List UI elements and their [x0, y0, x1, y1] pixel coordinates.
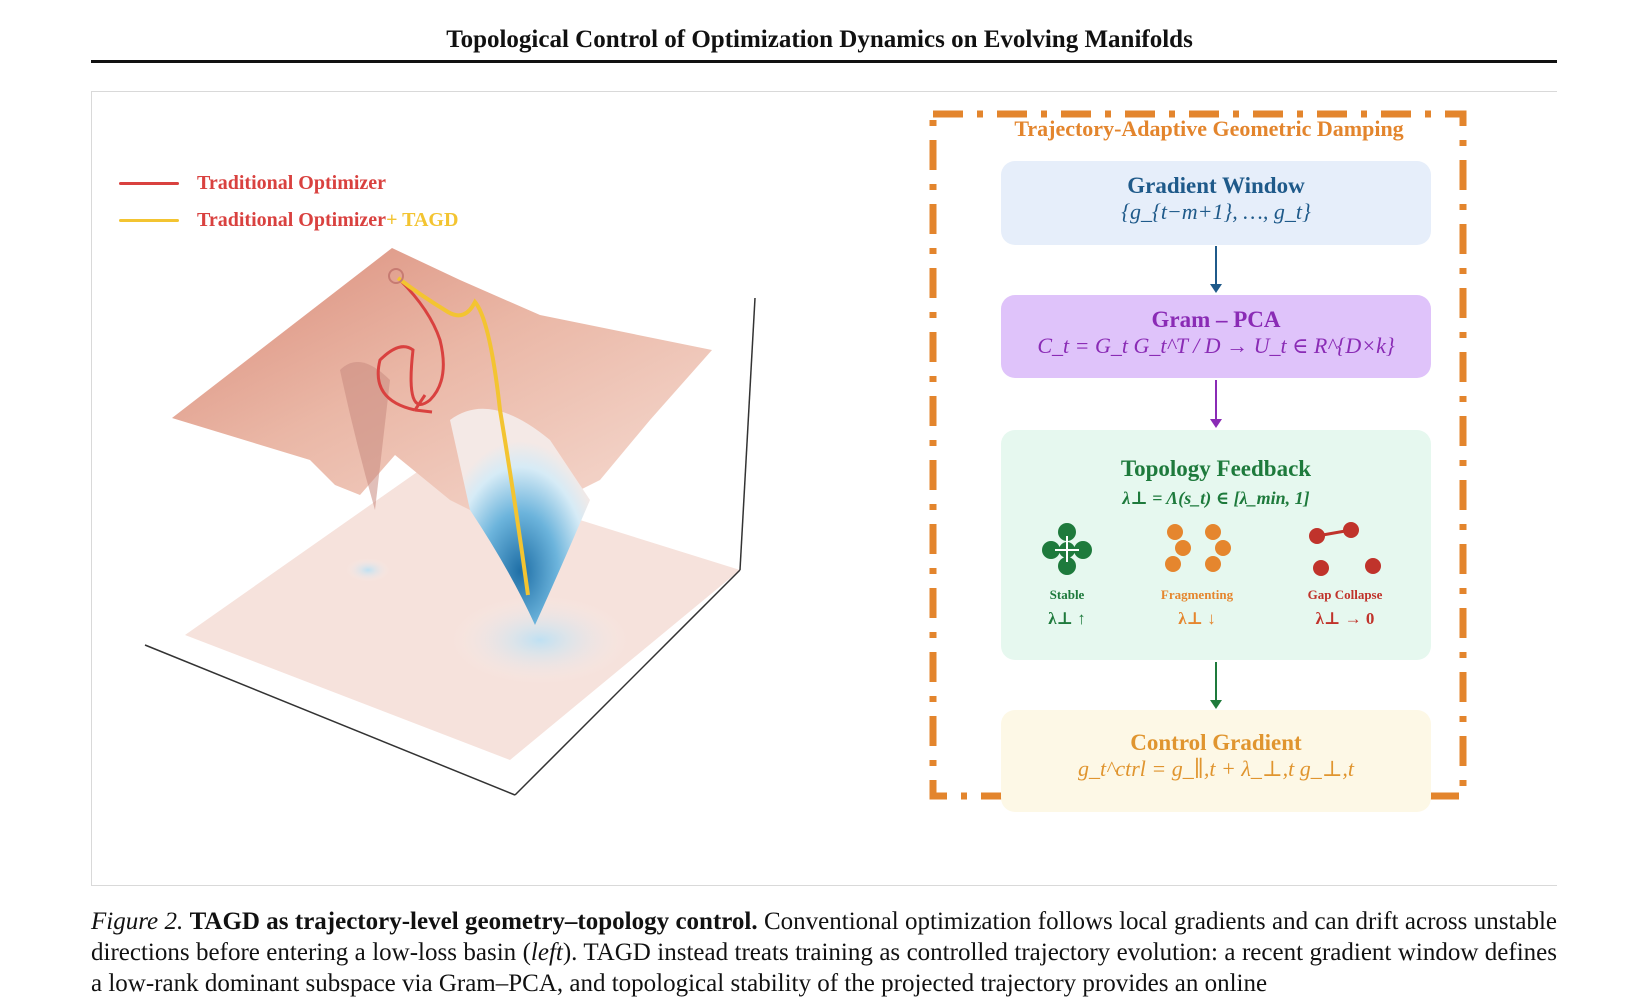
running-title: Topological Control of Optimization Dyna…	[446, 26, 1193, 53]
loss-surface-illustration	[144, 248, 756, 796]
traditional-optimizer-arrow	[413, 394, 433, 414]
tagd-panel: Trajectory-Adaptive Geometric Damping Gr…	[928, 108, 1490, 834]
flow-arrow-1	[1210, 246, 1222, 293]
tagd-title: Trajectory-Adaptive Geometric Damping	[1014, 116, 1404, 141]
floor-basin-contour	[450, 595, 630, 685]
paper-page: Topological Control of Optimization Dyna…	[91, 26, 1557, 997]
axis-left	[144, 644, 516, 796]
figure-caption: Figure 2. TAGD as trajectory-level geome…	[91, 906, 1557, 999]
topology-formula: λ⊥ = Λ(s_t) ∈ [λ_min, 1]	[1122, 488, 1310, 508]
figure-legend: Traditional Optimizer Traditional Optimi…	[119, 165, 458, 239]
topology-title: Topology Feedback	[1120, 456, 1312, 481]
axis-right	[514, 569, 741, 796]
gradient-window-box: Gradient Window {g_{t−m+1}, …, g_t}	[1001, 161, 1431, 245]
gram-pca-box: Gram – PCA C_t = G_t G_t^T / D → U_t ∈ R…	[1001, 295, 1431, 378]
gap-collapse-icon	[1309, 522, 1381, 576]
legend-suffix: + TAGD	[386, 209, 459, 231]
state-lambda: λ⊥ ↓	[1178, 609, 1216, 628]
fragmenting-cluster-icon	[1165, 524, 1231, 572]
traditional-optimizer-path	[376, 278, 445, 412]
axis-vertical	[739, 297, 756, 571]
legend-label: Traditional Optimizer	[197, 172, 387, 194]
legend-swatch-yellow	[119, 219, 179, 222]
gram-pca-formula: C_t = G_t G_t^T / D → U_t ∈ R^{D×k}	[1037, 333, 1395, 358]
control-formula: g_t^ctrl = g_∥,t + λ_⊥,t g_⊥,t	[1077, 756, 1355, 781]
control-title: Control Gradient	[1130, 730, 1302, 755]
caption-left-ref: left	[530, 939, 563, 966]
loss-basin	[450, 408, 590, 625]
loss-surface	[172, 248, 712, 520]
control-gradient-box: Control Gradient g_t^ctrl = g_∥,t + λ_⊥,…	[1001, 710, 1431, 812]
state-label: Stable	[1049, 587, 1085, 602]
path-start-marker	[388, 268, 404, 284]
figure-number: Figure 2.	[91, 908, 184, 935]
state-gap-collapse: Gap Collapse λ⊥ → 0	[1285, 522, 1405, 629]
caption-line-1: Conventional optimization follows local …	[763, 908, 1468, 935]
state-label: Gap Collapse	[1307, 587, 1383, 602]
legend-item-traditional: Traditional Optimizer	[119, 165, 458, 202]
flow-arrow-3	[1210, 662, 1222, 709]
caption-line-2a: unstable directions before entering a lo…	[91, 908, 1558, 966]
state-stable: Stable λ⊥ ↑	[1007, 522, 1127, 629]
state-label: Fragmenting	[1160, 587, 1234, 602]
legend-item-tagd: Traditional Optimizer + TAGD	[119, 202, 458, 239]
surface-fold	[340, 362, 390, 510]
state-lambda: λ⊥ ↑	[1048, 609, 1086, 628]
gradient-window-title: Gradient Window	[1127, 173, 1305, 198]
state-lambda: λ⊥ → 0	[1315, 609, 1375, 628]
caption-line-2b: ). TAGD instead treats training as contr…	[562, 939, 1392, 966]
tagd-optimizer-path	[396, 276, 530, 596]
topology-feedback-box: Topology Feedback λ⊥ = Λ(s_t) ∈ [λ_min, …	[1001, 430, 1431, 660]
stable-cluster-icon	[1042, 523, 1092, 575]
floor-basin-contour-small	[346, 558, 390, 582]
legend-swatch-red	[119, 182, 179, 185]
flow-arrow-2	[1210, 380, 1222, 428]
state-fragmenting: Fragmenting λ⊥ ↓	[1137, 522, 1257, 629]
contour-floor	[185, 470, 740, 760]
gram-pca-title: Gram – PCA	[1151, 307, 1281, 332]
caption-lead: TAGD as trajectory-level geometry–topolo…	[189, 908, 758, 935]
gradient-window-formula: {g_{t−m+1}, …, g_t}	[1121, 199, 1311, 224]
legend-label: Traditional Optimizer	[197, 209, 387, 231]
header-rule	[91, 60, 1557, 63]
